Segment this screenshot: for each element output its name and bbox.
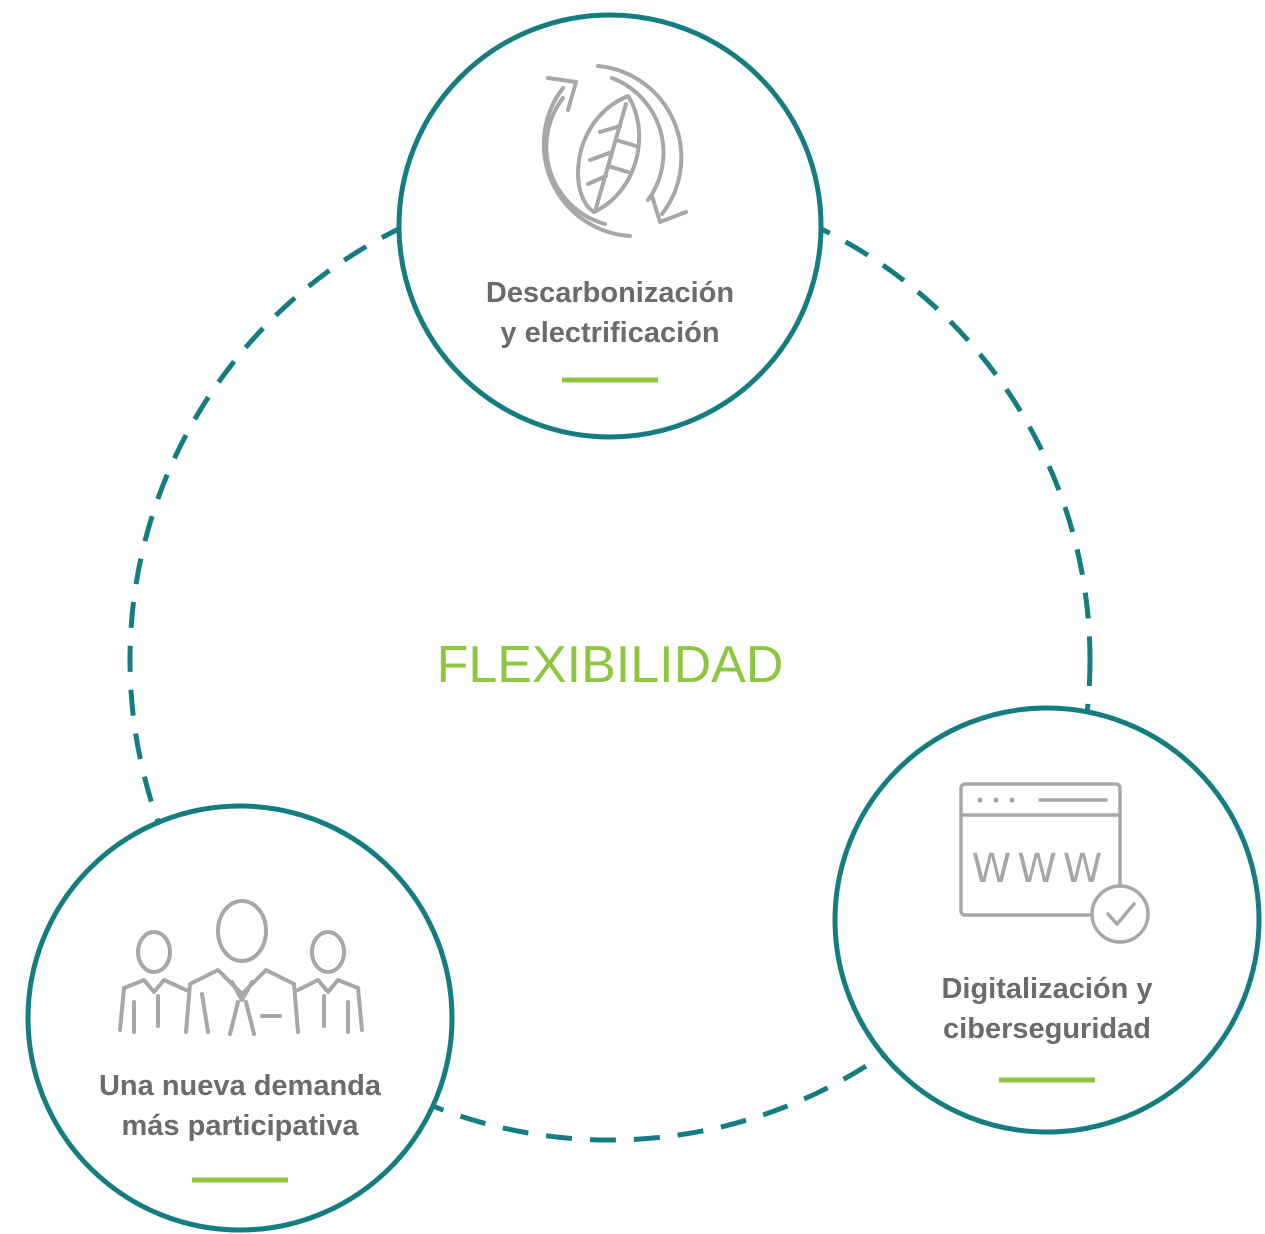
www-label: WWW [972, 846, 1109, 892]
node-circle [396, 12, 824, 440]
node-participative-demand: Una nueva demanda más participativa [25, 803, 455, 1233]
check-badge-icon [1090, 884, 1150, 944]
node-title-line-2: y electrificación [500, 317, 719, 349]
people-group-icon [118, 899, 364, 1036]
node-title-line-2: más participativa [122, 1110, 360, 1142]
node-circle [25, 803, 455, 1233]
node-title-line-1: Digitalización y [941, 973, 1152, 1005]
node-circle [832, 705, 1262, 1135]
node-title-line-1: Descarbonización [486, 277, 734, 309]
center-title: FLEXIBILIDAD [437, 636, 784, 694]
node-title-line-2: ciberseguridad [943, 1013, 1151, 1045]
node-decarbonization: Descarbonización y electrificación [396, 12, 824, 440]
node-digitalization: WWW Digitalización y ciberseguridad [832, 705, 1262, 1135]
browser-www-check-icon: WWW [959, 782, 1150, 944]
node-title-line-1: Una nueva demanda [99, 1070, 382, 1102]
recycle-leaf-icon [541, 64, 688, 238]
